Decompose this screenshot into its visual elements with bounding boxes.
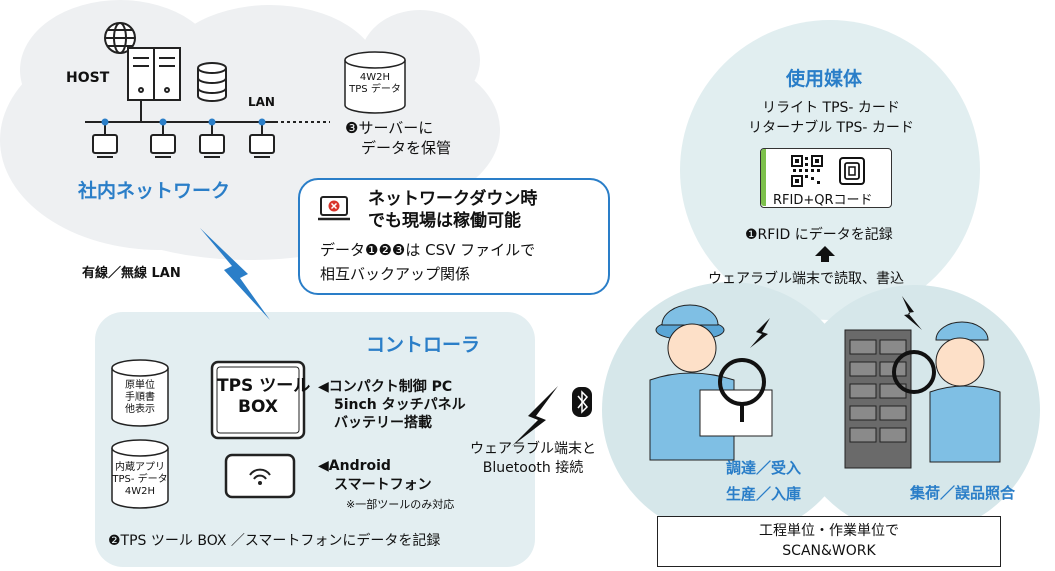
server-note-line1: ❸サーバーに — [345, 119, 434, 137]
scene-right-label: 集荷／誤品照合 — [910, 484, 1016, 502]
phone-desc-note: ※一部ツールのみ対応 — [346, 498, 455, 511]
callout-body-line1: データ❶❷❸は CSV ファイルで — [320, 241, 536, 259]
server-icon — [127, 47, 181, 101]
rfid-chip-icon — [839, 157, 865, 185]
network-cloud — [0, 0, 500, 260]
bluetooth-icon — [572, 387, 592, 417]
db2-line1: 内蔵アプリ — [115, 462, 165, 473]
network-down-callout: ネットワークダウン時 でも現場は稼働可能 データ❶❷❸は CSV ファイルで 相… — [298, 178, 610, 295]
server-data-line2: TPS データ — [349, 84, 401, 95]
lan-nodes — [101, 118, 266, 126]
tps-desc-line3: バッテリー搭載 — [334, 415, 432, 431]
tps-box-line1: TPS ツール — [217, 376, 311, 396]
callout-body-line2: 相互バックアップ関係 — [320, 265, 471, 283]
media-line2: リターナブル TPS- カード — [748, 120, 914, 136]
server-storage-note: ❸サーバーに データを保管 — [345, 118, 451, 158]
scan-work-line1: 工程単位・作業単位で — [759, 523, 899, 539]
controller-title: コントローラ — [366, 334, 481, 356]
db1-line2: 手順書 — [125, 392, 155, 403]
phone-desc-line1: ◀Android — [318, 458, 391, 474]
laptop-error-icon — [318, 196, 350, 221]
up-arrow-icon — [815, 246, 835, 262]
scene-left-line2: 生産／入庫 — [726, 485, 802, 503]
phone-desc-line2: スマートフォン — [334, 477, 432, 493]
controller-db2-label: 内蔵アプリ TPS- データ 4W2H — [112, 462, 168, 498]
lightning-icon-scene-right — [902, 296, 922, 330]
controller-footer: ❷TPS ツール BOX ／スマートフォンにデータを記録 — [108, 533, 441, 549]
tps-box-label: TPS ツール BOX — [217, 376, 311, 418]
scan-work-box: 工程単位・作業単位で SCAN&WORK — [657, 516, 1001, 567]
host-database-icon — [197, 62, 227, 102]
controller-db-cylinder-1 — [111, 359, 169, 427]
callout-title: ネットワークダウン時 でも現場は稼働可能 — [368, 188, 537, 232]
tps-desc-line2: 5inch タッチパネル — [334, 397, 466, 413]
globe-icon — [104, 22, 136, 54]
controller-db1-label: 原単位 手順書 他表示 — [112, 380, 168, 416]
db2-line2: TPS- データ — [112, 474, 168, 485]
card-label: RFID+QRコード — [773, 193, 873, 208]
scene-left-line1: 調達／受入 — [726, 459, 802, 477]
worker-shipping-illustration — [844, 321, 1001, 469]
scene-left-label: 調達／受入 生産／入庫 — [726, 455, 801, 507]
worker-receiving-illustration — [649, 304, 773, 461]
tps-box-line2: BOX — [238, 397, 278, 417]
lightning-icon-scene-left — [750, 318, 770, 348]
wired-wireless-label: 有線／無線 LAN — [82, 266, 181, 281]
lan-label: LAN — [248, 95, 275, 109]
qr-code-icon — [791, 155, 823, 187]
controller-db-cylinder-2 — [111, 439, 169, 509]
terminal-icons — [92, 134, 275, 158]
server-data-cylinder-label: 4W2H TPS データ — [345, 72, 405, 96]
host-label: HOST — [66, 70, 110, 86]
smartphone-device — [224, 453, 296, 499]
wearable-rw-label: ウェアラブル端末で読取、書込 — [708, 271, 904, 287]
callout-body: データ❶❷❸は CSV ファイルで 相互バックアップ関係 — [320, 238, 535, 286]
rfid-record-label: ❶RFID にデータを記録 — [745, 227, 893, 243]
media-card-types: リライト TPS- カード リターナブル TPS- カード — [740, 98, 922, 138]
tps-box-description: ◀コンパクト制御 PC 5inch タッチパネル バッテリー搭載 — [318, 378, 466, 432]
bluetooth-line2: Bluetooth 接続 — [482, 460, 584, 476]
controller-panel — [95, 312, 535, 567]
server-data-line1: 4W2H — [359, 72, 391, 83]
phone-description: ◀Android スマートフォン ※一部ツールのみ対応 — [318, 457, 454, 514]
db1-line1: 原単位 — [125, 380, 155, 391]
rfid-qr-card: RFID+QRコード — [760, 148, 892, 208]
tps-tool-box-device — [210, 360, 306, 440]
callout-title-line1: ネットワークダウン時 — [368, 189, 538, 209]
callout-title-line2: でも現場は稼働可能 — [368, 211, 521, 231]
media-title: 使用媒体 — [786, 68, 863, 90]
tps-desc-line1: ◀コンパクト制御 PC — [318, 379, 453, 395]
bluetooth-line1: ウェアラブル端末と — [470, 441, 596, 457]
bluetooth-connection-label: ウェアラブル端末と Bluetooth 接続 — [470, 440, 596, 478]
db2-line3: 4W2H — [124, 486, 156, 497]
lightning-icon-bluetooth — [512, 386, 558, 446]
scan-work-line2: SCAN&WORK — [782, 543, 876, 559]
card-stripe — [761, 149, 766, 206]
server-data-cylinder — [344, 51, 406, 114]
db1-line3: 他表示 — [125, 404, 155, 415]
media-line1: リライト TPS- カード — [762, 100, 900, 116]
server-note-line2: データを保管 — [361, 139, 452, 157]
lightning-icon-network — [200, 228, 270, 320]
network-title: 社内ネットワーク — [78, 180, 231, 202]
